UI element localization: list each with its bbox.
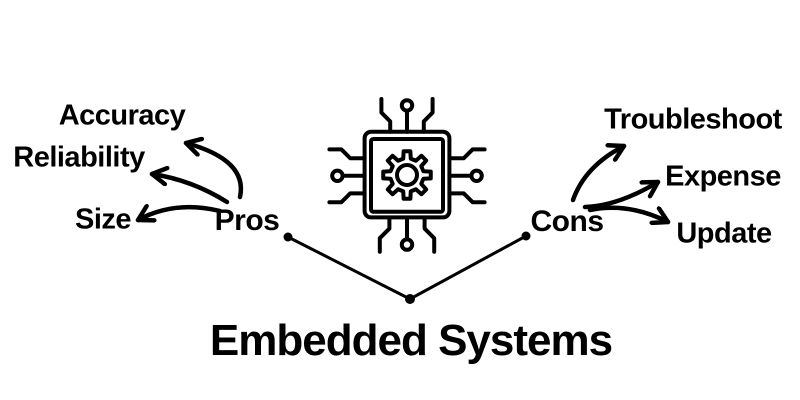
chip-inner-frame: [369, 137, 445, 214]
pin-top-right: [421, 97, 435, 134]
pros-item-reliability: Reliability: [13, 141, 145, 174]
pin-bottom-left: [377, 216, 392, 254]
pin-right-bottom: [447, 191, 487, 205]
gear-hole: [395, 163, 419, 187]
pin-top-left: [379, 97, 393, 134]
arrow-pros-reliability: [149, 174, 230, 205]
pin-right-top: [447, 147, 487, 161]
cons-item-troubleshoot: Troubleshoot: [604, 103, 782, 136]
cons-hub-label: Cons: [530, 205, 605, 238]
pin-left-bottom: [327, 191, 367, 205]
cons-node-dot: [521, 231, 531, 241]
trunk-line: [286, 234, 528, 301]
arrow-cons-update: [587, 205, 671, 222]
pros-arrows: [135, 143, 244, 220]
pros-hub-label: Pros: [214, 204, 280, 237]
page-title: Embedded Systems: [209, 316, 613, 365]
microchip-gear-icon: [327, 97, 487, 254]
cons-item-update: Update: [676, 217, 772, 250]
pin-bottom-center-pad: [399, 237, 415, 252]
pin-bottom-right: [422, 216, 437, 254]
pros-item-size: Size: [74, 203, 132, 236]
arrow-pros-accuracy: [183, 143, 244, 200]
center-node-dot: [405, 294, 415, 304]
pros-item-accuracy: Accuracy: [58, 99, 186, 132]
pros-node-dot: [283, 232, 293, 242]
gear-icon: [381, 149, 433, 201]
arrow-pros-size: [135, 207, 223, 220]
chip-outer-frame: [362, 129, 452, 220]
pin-left-top: [327, 147, 367, 161]
pin-top-center-pad: [399, 98, 415, 113]
pin-left-middle-pad: [330, 168, 345, 183]
pin-right-middle-pad: [469, 168, 484, 183]
arrow-cons-expense: [582, 179, 661, 210]
cons-item-expense: Expense: [665, 160, 781, 193]
arrow-cons-troubleshoot: [570, 146, 627, 203]
trunk-connector: [283, 231, 531, 304]
cons-arrows: [570, 146, 671, 222]
